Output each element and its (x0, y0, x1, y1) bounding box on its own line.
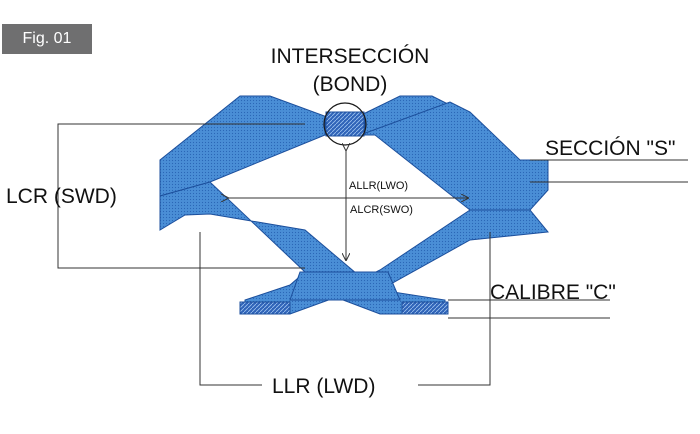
label-llr: LLR (LWD) (272, 375, 376, 398)
label-seccion: SECCIÓN "S" (545, 137, 676, 160)
section-face-right (401, 301, 449, 315)
dimension-lines (57, 123, 688, 386)
strand-right (359, 101, 549, 211)
lcr-dim (57, 123, 305, 269)
label-allr: ALLR(LWO) (349, 180, 409, 192)
label-lcr: LCR (SWD) (6, 185, 117, 208)
crossing-center (289, 271, 401, 301)
label-bond: (BOND) (312, 73, 388, 96)
llr-dim (199, 232, 262, 386)
label-alcr: ALCR(SWO) (350, 204, 413, 216)
label-intersection: INTERSECCIÓN (270, 45, 430, 68)
section-face-left (239, 301, 291, 315)
strand-top-left (159, 95, 331, 197)
label-calibre: CALIBRE "C" (490, 281, 616, 304)
section-face-bond (325, 111, 365, 137)
figure-badge: Fig. 01 (2, 24, 92, 54)
llr-dim-right (418, 232, 491, 386)
